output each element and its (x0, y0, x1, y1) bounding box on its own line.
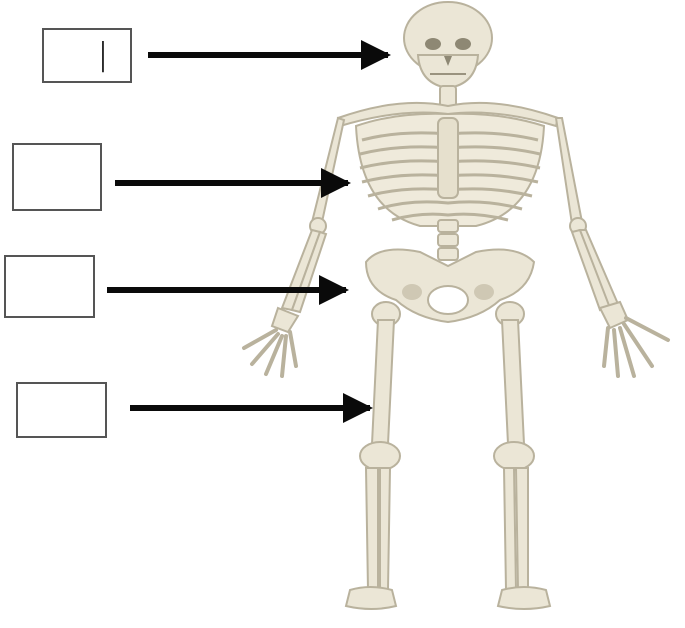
spine (438, 220, 458, 260)
ribcage (356, 114, 544, 226)
label-box-pelvis[interactable] (4, 255, 95, 318)
label-box-femur[interactable] (16, 382, 107, 438)
right-leg (494, 302, 550, 609)
left-arm (244, 118, 344, 376)
label-text-skull: | (99, 40, 106, 71)
skeleton-illustration (244, 2, 668, 609)
skull (404, 2, 492, 88)
label-box-skull[interactable]: | (42, 28, 132, 83)
label-box-ribcage[interactable] (12, 143, 102, 211)
left-leg (346, 302, 400, 609)
right-arm (556, 118, 668, 376)
pointer-arrows (107, 55, 388, 408)
